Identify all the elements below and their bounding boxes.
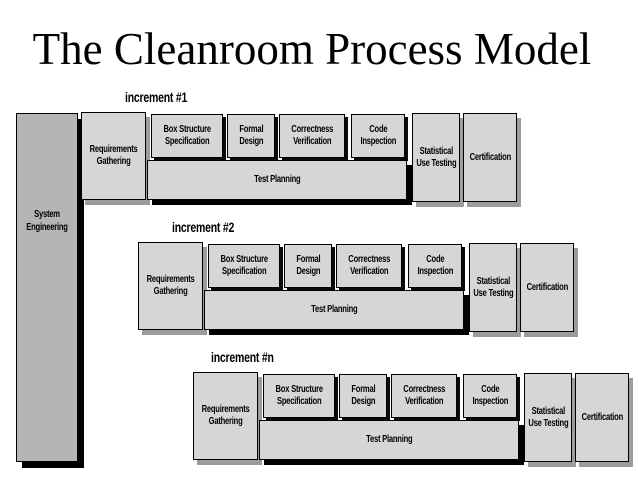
test-planning-box: Test Planning: [204, 290, 464, 330]
test-planning-label: Test Planning: [365, 434, 413, 445]
correctness-verification-box: Correctness Verification: [336, 244, 402, 288]
requirements-gathering-box: Requirements Gathering: [193, 372, 258, 460]
requirements-gathering-label: Requirements Gathering: [146, 274, 195, 297]
test-planning-box: Test Planning: [259, 420, 519, 460]
statistical-use-testing-label: Statistical Use Testing: [415, 145, 456, 169]
code-inspection-box: Code Inspection: [351, 114, 405, 158]
requirements-gathering-label: Requirements Gathering: [89, 144, 138, 167]
certification-box: Certification: [575, 373, 629, 462]
correctness-verification-label: Correctness Verification: [291, 124, 333, 147]
statistical-use-testing-label: Statistical Use Testing: [472, 275, 513, 299]
statistical-use-testing-box: Statistical Use Testing: [524, 373, 572, 462]
correctness-verification-label: Correctness Verification: [348, 254, 390, 277]
code-inspection-box: Code Inspection: [463, 374, 517, 418]
formal-design-label: Formal Design: [296, 254, 320, 277]
box-structure-specification-box: Box Structure Specification: [151, 114, 223, 158]
formal-design-label: Formal Design: [239, 124, 263, 147]
correctness-verification-label: Correctness Verification: [403, 384, 445, 407]
box-structure-specification-box: Box Structure Specification: [208, 244, 280, 288]
code-inspection-label: Code Inspection: [472, 384, 508, 407]
system-engineering-label: System Engineering: [26, 209, 68, 233]
test-planning-box: Test Planning: [147, 160, 407, 200]
increment-2-row: increment #2 Requirements Gathering Box …: [138, 219, 578, 337]
box-structure-specification-label: Box Structure Specification: [275, 384, 323, 407]
increment-1-row: increment #1 Requirements Gathering Box …: [81, 89, 521, 207]
statistical-use-testing-label: Statistical Use Testing: [527, 405, 568, 429]
system-engineering-box: System Engineering: [16, 113, 78, 462]
box-structure-specification-label: Box Structure Specification: [220, 254, 268, 277]
increment-1-label: increment #1: [125, 89, 188, 105]
formal-design-box: Formal Design: [284, 244, 332, 288]
increment-n-label: increment #n: [211, 349, 274, 365]
statistical-use-testing-box: Statistical Use Testing: [469, 243, 517, 332]
statistical-use-testing-box: Statistical Use Testing: [412, 113, 460, 202]
formal-design-box: Formal Design: [227, 114, 275, 158]
certification-label: Certification: [526, 281, 568, 293]
certification-box: Certification: [463, 113, 517, 202]
requirements-gathering-box: Requirements Gathering: [81, 112, 146, 200]
certification-label: Certification: [469, 151, 511, 163]
test-planning-label: Test Planning: [310, 304, 358, 315]
code-inspection-label: Code Inspection: [360, 124, 396, 147]
certification-box: Certification: [520, 243, 574, 332]
increment-n-row: increment #n Requirements Gathering Box …: [193, 349, 633, 467]
box-structure-specification-label: Box Structure Specification: [163, 124, 211, 147]
correctness-verification-box: Correctness Verification: [279, 114, 345, 158]
increment-2-label: increment #2: [172, 219, 235, 235]
requirements-gathering-label: Requirements Gathering: [201, 404, 250, 427]
formal-design-label: Formal Design: [351, 384, 375, 407]
slide-title: The Cleanroom Process Model: [32, 24, 592, 74]
requirements-gathering-box: Requirements Gathering: [138, 242, 203, 330]
correctness-verification-box: Correctness Verification: [391, 374, 457, 418]
certification-label: Certification: [581, 411, 623, 423]
test-planning-label: Test Planning: [253, 174, 301, 185]
code-inspection-label: Code Inspection: [417, 254, 453, 277]
code-inspection-box: Code Inspection: [408, 244, 462, 288]
box-structure-specification-box: Box Structure Specification: [263, 374, 335, 418]
formal-design-box: Formal Design: [339, 374, 387, 418]
